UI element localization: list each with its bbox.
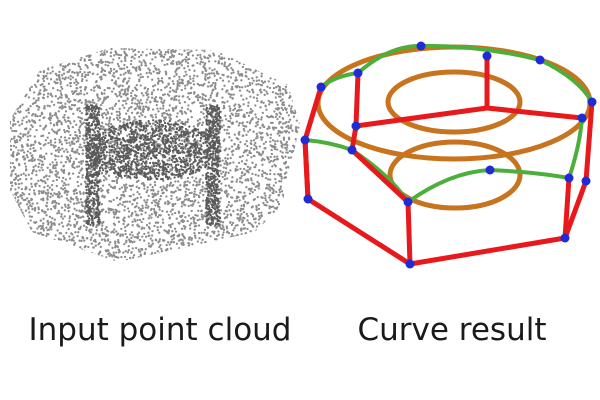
- vertex-dot-icon: [482, 51, 492, 61]
- green-arc-right: [539, 58, 594, 104]
- vertex-dot-icon: [564, 173, 574, 183]
- vertex-dot-icon: [416, 41, 426, 51]
- bottom-inner-circle: [387, 139, 523, 211]
- vertex-dot-icon: [353, 68, 363, 78]
- vertex-dot-icon: [303, 194, 313, 204]
- top-inner-circle: [385, 69, 523, 135]
- vertex-dot-icon: [485, 165, 495, 175]
- caption-curve-result: Curve result: [357, 312, 547, 348]
- vertex-dot-icon: [535, 55, 545, 65]
- green-arc-front-right: [489, 168, 570, 180]
- vertex-dot-icon: [300, 135, 310, 145]
- vertex-dot-icon: [587, 97, 597, 107]
- green-arc-right-lower: [567, 117, 584, 179]
- vertex-dot-icon: [351, 121, 361, 131]
- vertex-dot-icon: [560, 233, 570, 243]
- vertex-dot-icon: [316, 82, 326, 92]
- caption-input-point-cloud: Input point cloud: [28, 312, 292, 348]
- green-arc-top-right: [420, 43, 541, 62]
- green-arc-top-left: [356, 43, 422, 75]
- vertex-dot-icon: [577, 113, 587, 123]
- vertex-dot-icon: [403, 197, 413, 207]
- vertex-dot-icon: [347, 145, 357, 155]
- vertex-dot-icon: [581, 176, 591, 186]
- vertex-dot-icon: [405, 259, 415, 269]
- green-arc-front-mid: [406, 168, 491, 204]
- vertex-dots: [300, 41, 597, 269]
- curve-result: [300, 41, 597, 269]
